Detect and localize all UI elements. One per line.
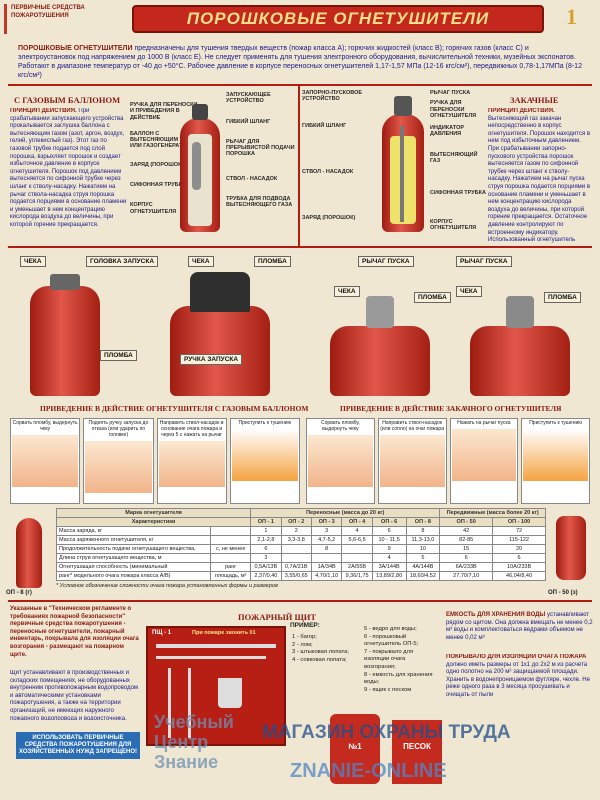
warning-banner: ИСПОЛЬЗОВАТЬ ПЕРВИЧНЫЕ СРЕДСТВА ПОЖАРОТУ… xyxy=(16,732,140,759)
label-plomba-3: ПЛОМБА xyxy=(414,292,451,303)
pump-parts-left: ЗАПОРНО-ПУСКОВОЕ УСТРОЙСТВО ГИБКИЙ ШЛАНГ… xyxy=(302,90,363,222)
gas-step-2: Поднять ручку запуска до отказа (или уда… xyxy=(83,418,154,504)
header-category: ПЕРВИЧНЫЕ СРЕДСТВА ПОЖАРОТУШЕНИЯ xyxy=(4,4,122,34)
pump-step-4: Приступить к тушению xyxy=(521,418,590,504)
pump-heading: ЗАКАЧНЫЕ xyxy=(510,95,559,105)
intro-text: ПОРОШКОВЫЕ ОГНЕТУШИТЕЛИ предназначены дл… xyxy=(18,45,582,79)
label-lever: РЫЧАГ ПУСКА xyxy=(358,256,414,267)
gas-principle: ПРИНЦИП ДЕЙСТВИЯ. При срабатывании запус… xyxy=(10,108,127,228)
fire-shield-board: ПЩ - 1 При пожаре звонить 01 xyxy=(146,626,286,746)
divider xyxy=(298,86,300,246)
extinguisher-op8-label: ОП - 8 (г) xyxy=(6,590,32,596)
water-info: ЕМКОСТЬ ДЛЯ ХРАНЕНИЯ ВОДЫ устанавливают … xyxy=(446,612,593,641)
shield-regulation: Указанные в "Техническом регламенте о тр… xyxy=(10,606,139,658)
specs-table: Марка огнетушителя Переносные (масса до … xyxy=(55,508,546,581)
shield-list-left: 1 - багор; 2 - лом; 3 - штыковая лопата;… xyxy=(292,634,349,663)
page-title: ПОРОШКОВЫЕ ОГНЕТУШИТЕЛИ xyxy=(132,5,544,33)
table-group2: Передвижные (масса более 20 кг) xyxy=(439,508,546,518)
table-mark-header: Марка огнетушителя xyxy=(55,508,252,518)
gas-parts-right: ЗАПУСКАЮЩЕЕ УСТРОЙСТВО ГИБКИЙ ШЛАНГ РЫЧА… xyxy=(226,92,295,209)
pump-steps: Сорвать пломбу, выдернуть чеку Направить… xyxy=(306,418,590,504)
watermark-shop: МАГАЗИН ОХРАНЫ ТРУДА xyxy=(262,722,511,743)
page-number: 1 xyxy=(566,4,577,29)
watermark-center: Учебный Центр Знание xyxy=(154,712,234,772)
watermark-site: ZNANIE-ONLINE xyxy=(290,760,447,782)
divider xyxy=(8,600,592,602)
pump-extinguisher-cutaway xyxy=(378,96,428,232)
gas-extinguisher-cutaway xyxy=(176,104,224,232)
shield-list-right: 5 - ведро для воды; 6 - порошковый огнет… xyxy=(364,626,433,693)
gas-step-1: Сорвать пломбу, выдернуть чеку xyxy=(10,418,81,504)
pump-step-2: Направить ствол-насадок (или сопло) на о… xyxy=(377,418,447,504)
pump-detail-panel: РЫЧАГ ПУСКА РЫЧАГ ПУСКА ЧЕКА ЧЕКА ПЛОМБА… xyxy=(310,256,590,396)
divider xyxy=(8,246,592,248)
gas-step-4: Приступить к тушению xyxy=(229,418,300,504)
label-lever-2: РЫЧАГ ПУСКА xyxy=(456,256,512,267)
gas-parts-left: РУЧКА ДЛЯ ПЕРЕНОСКИ И ПРИВЕДЕНИЯ В ДЕЙСТ… xyxy=(130,102,199,215)
extinguisher-op8 xyxy=(10,508,50,588)
label-head: ГОЛОВКА ЗАПУСКА xyxy=(86,256,159,267)
shield-heading: ПОЖАРНЫЙ ЩИТ xyxy=(238,612,317,622)
shield-placement: Щит устанавливают в производственных и с… xyxy=(10,670,139,720)
shield-example: ПРИМЕР: xyxy=(290,622,320,629)
cover-info: ПОКРЫВАЛО ДЛЯ ИЗОЛЯЦИИ ОЧАГА ПОЖАРА долж… xyxy=(446,654,590,698)
pump-step-1: Сорвать пломбу, выдернуть чеку xyxy=(306,418,375,504)
pump-principle: ПРИНЦИП ДЕЙСТВИЯ. Вытесняющий газ закача… xyxy=(488,108,591,243)
table-group1: Переносные (масса до 20 кг) xyxy=(250,508,441,518)
label-cheka: ЧЕКА xyxy=(20,256,46,267)
extinguisher-op50-label: ОП - 50 (з) xyxy=(548,590,578,596)
pump-parts-right: РЫЧАГ ПУСКА РУЧКА ДЛЯ ПЕРЕНОСКИ ОГНЕТУШИ… xyxy=(430,90,486,231)
label-cheka-4: ЧЕКА xyxy=(456,286,482,297)
label-handle: РУЧКА ЗАПУСКА xyxy=(180,354,243,365)
pump-step-3: Нажать на рычаг пуска xyxy=(449,418,519,504)
sand-box: ПЕСОК xyxy=(392,720,442,784)
specs-table-wrap: Марка огнетушителя Переносные (масса до … xyxy=(55,508,546,589)
table-row: Продолжительность подачи огнетушащего ве… xyxy=(55,544,546,554)
gas-heading: С ГАЗОВЫМ БАЛЛОНОМ xyxy=(14,95,121,105)
label-cheka-2: ЧЕКА xyxy=(188,256,214,267)
water-barrel: №1 xyxy=(330,714,380,784)
label-plomba-4: ПЛОМБА xyxy=(544,292,581,303)
table-row: ранг* модельного очага пожара класса А/В… xyxy=(55,571,546,581)
table-note: * Условное обозначение сложности очага п… xyxy=(56,583,278,589)
gas-step-3: Направить ствол-насадок в основание очаг… xyxy=(156,418,227,504)
divider xyxy=(8,84,592,86)
pump-action-heading: ПРИВЕДЕНИЕ В ДЕЙСТВИЕ ЗАКАЧНОГО ОГНЕТУШИ… xyxy=(340,404,562,413)
gas-action-heading: ПРИВЕДЕНИЕ В ДЕЙСТВИЕ ОГНЕТУШИТЕЛЯ С ГАЗ… xyxy=(40,404,309,413)
gas-steps: Сорвать пломбу, выдернуть чеку Поднять р… xyxy=(10,418,300,504)
gas-detail-panel: ЧЕКА ГОЛОВКА ЗАПУСКА ЧЕКА ПЛОМБА ПЛОМБА … xyxy=(20,256,291,396)
label-plomba: ПЛОМБА xyxy=(254,256,291,267)
label-plomba-2: ПЛОМБА xyxy=(100,350,137,361)
extinguisher-op50 xyxy=(548,508,592,588)
label-cheka-3: ЧЕКА xyxy=(334,286,360,297)
